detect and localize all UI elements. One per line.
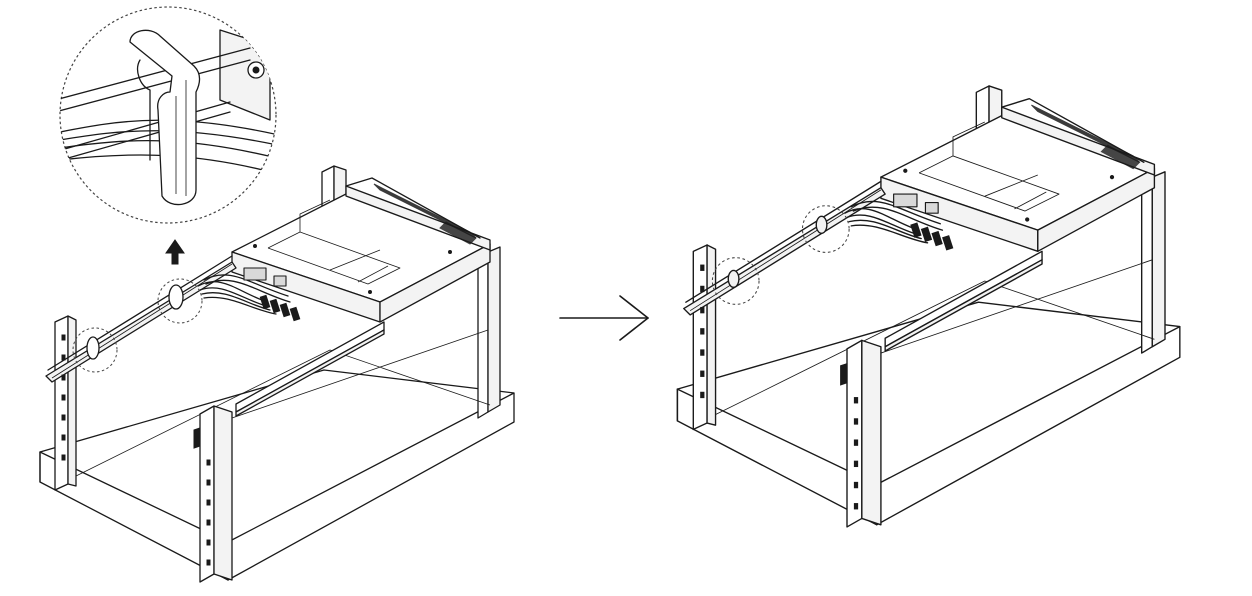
panel-after [676, 85, 1181, 528]
cable-strap-front [86, 336, 100, 360]
rack-assembly-after [676, 85, 1181, 528]
callout-circle-front [711, 257, 760, 305]
arrow-up-icon [165, 239, 185, 265]
cable-strap-rear-wrapped [815, 215, 828, 234]
cable-strap-front-wrapped [727, 269, 740, 289]
rack-assembly-before [39, 165, 515, 583]
arrow-right-icon [559, 295, 649, 341]
callout-circle-front [72, 327, 118, 373]
cable-strap-rear [168, 284, 184, 310]
callout-circle-rear [801, 205, 850, 253]
panel-before [39, 6, 515, 583]
callout-circle-rear [157, 278, 203, 324]
zoom-circle-detail [59, 6, 277, 224]
